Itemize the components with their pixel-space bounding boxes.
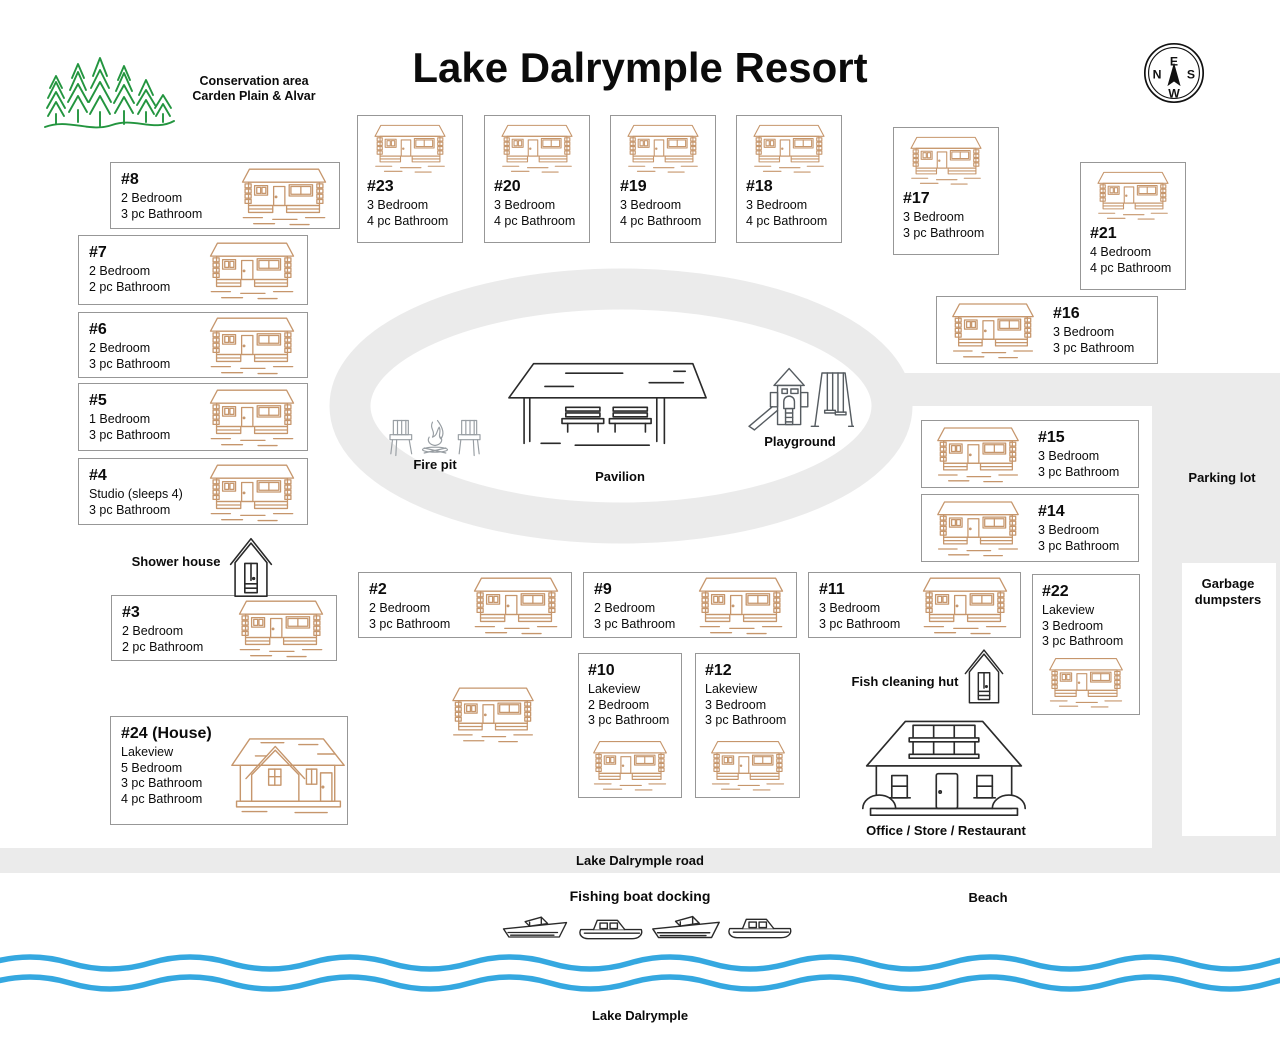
fire-pit-label: Fire pit — [413, 457, 457, 472]
lake-label: Lake Dalrymple — [591, 1008, 689, 1023]
house-icon — [229, 717, 347, 824]
docking-label: Fishing boat docking — [569, 888, 711, 904]
cabin-icon — [903, 133, 989, 187]
cabin-icon — [620, 121, 706, 175]
office-label: Office / Store / Restaurant — [866, 823, 1026, 838]
conservation-trees-icon — [42, 38, 177, 133]
shower-house-label: Shower house — [131, 554, 221, 569]
svg-text:W: W — [1168, 86, 1180, 100]
boat-icon — [499, 910, 571, 946]
road-label: Lake Dalrymple road — [576, 853, 704, 868]
pavilion-icon — [504, 358, 711, 449]
fish-cleaning-hut-icon — [962, 646, 1006, 706]
cabin-icon — [922, 421, 1028, 487]
cabin-icon — [201, 384, 307, 450]
loop-road — [329, 268, 913, 544]
cabin-icon — [937, 297, 1043, 363]
cabin-icon — [746, 121, 832, 175]
cabin-icon — [585, 737, 675, 793]
svg-text:E: E — [1170, 54, 1178, 68]
cabin-icon — [367, 121, 453, 175]
office-building-icon — [856, 706, 1032, 822]
page-title: Lake Dalrymple Resort — [412, 44, 868, 91]
garbage-label-line2: dumpsters — [1194, 592, 1262, 607]
road-band — [0, 848, 1280, 873]
shower-house-icon — [228, 532, 274, 602]
garbage-dumpsters-area — [1182, 563, 1276, 836]
cabin-icon — [465, 573, 571, 637]
cabin-icon — [1041, 654, 1131, 710]
cabin-icon — [233, 163, 339, 228]
garbage-label-line1: Garbage — [1201, 576, 1255, 591]
cabin-icon — [922, 495, 1028, 561]
boat-icon — [723, 912, 797, 945]
fire-pit-icon — [385, 412, 485, 459]
cabin-icon — [494, 121, 580, 175]
lake-waves-icon — [0, 947, 1280, 1007]
cabin-icon — [690, 573, 796, 637]
cabin-icon — [201, 459, 307, 524]
svg-text:N: N — [1153, 68, 1162, 82]
compass-icon: E N S W — [1142, 41, 1206, 105]
playground-label: Playground — [764, 434, 836, 449]
playground-icon — [742, 362, 854, 432]
cabin-icon — [447, 683, 539, 745]
pavilion-label: Pavilion — [595, 469, 645, 484]
cabin-icon — [1090, 168, 1176, 222]
cabin-icon — [703, 737, 793, 793]
cabin-icon — [201, 236, 307, 304]
cabin-icon — [201, 313, 307, 377]
beach-label: Beach — [968, 890, 1008, 905]
cabin-icon — [230, 596, 336, 660]
boat-icon — [575, 913, 647, 946]
parking-lot-label: Parking lot — [1188, 470, 1256, 485]
boat-icon — [649, 909, 723, 947]
fish-cleaning-hut-label: Fish cleaning hut — [851, 674, 959, 689]
cabin-icon — [914, 573, 1020, 637]
svg-text:S: S — [1187, 68, 1195, 82]
conservation-label: Conservation area Carden Plain & Alvar — [192, 74, 316, 103]
